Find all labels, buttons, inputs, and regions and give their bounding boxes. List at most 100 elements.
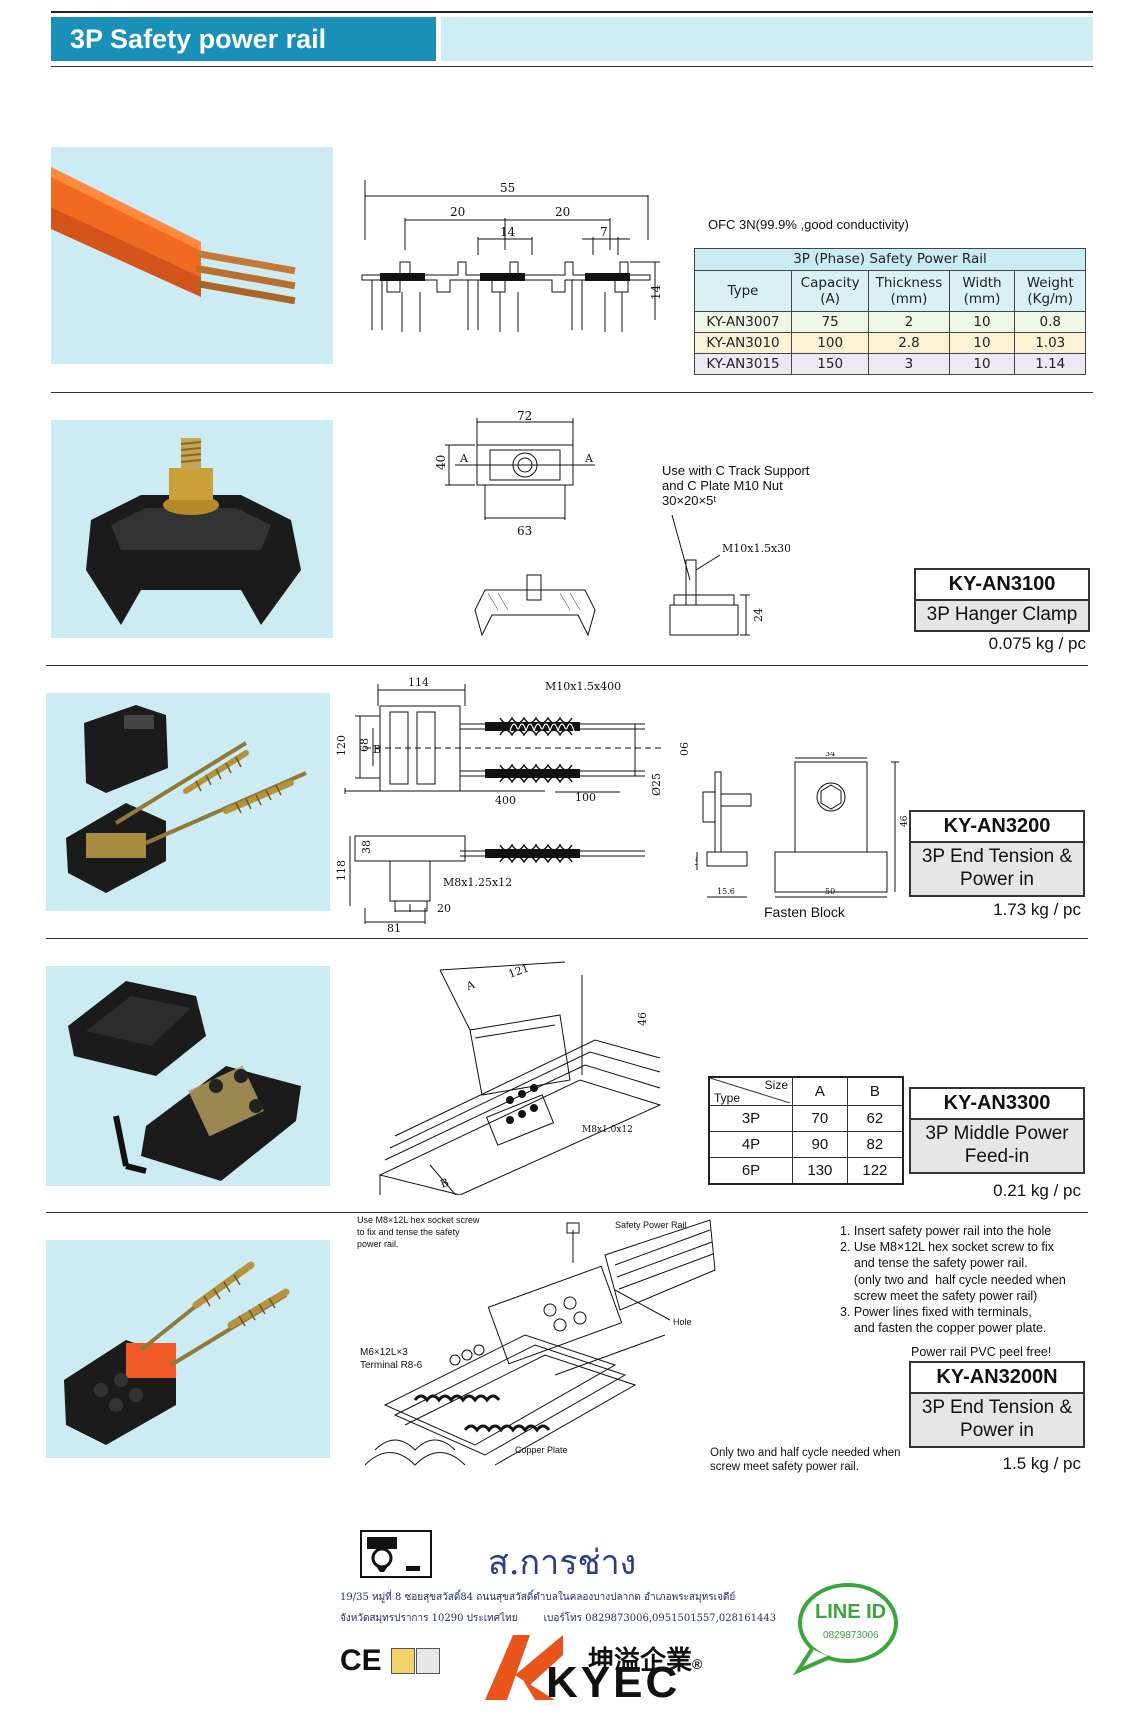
product-name: 3P Hanger Clamp [916, 601, 1088, 630]
brand-chinese: 坤溢企業® [588, 1645, 703, 1675]
dim-nut: M8x1.25x12 [443, 876, 512, 889]
copper-label: Copper Plate [515, 1445, 568, 1455]
rail-cross-section-drawing: 55 20 20 14 7 14 [361, 180, 663, 332]
line-id-badge[interactable]: LINE ID 0829873006 [790, 1579, 900, 1675]
dim-center: 14 [500, 225, 516, 239]
product-weight: 1.5 kg / pc [1002, 1454, 1081, 1473]
dim-dia: Ø25 [650, 773, 663, 796]
dim-length: 400 [495, 794, 516, 807]
spec-table-caption: 3P (Phase) Safety Power Rail [694, 248, 1086, 271]
product-code: KY-AN3200 [911, 812, 1083, 843]
screw-note-2: to fix and tense the safety [357, 1227, 460, 1237]
shop-logo [360, 1530, 432, 1578]
install-instructions: 1. Insert safety power rail into the hol… [840, 1224, 1066, 1336]
fasten-block-drawing: 34 46 12 15.6 50 [695, 752, 910, 898]
address-line-1: 19/35 หมู่ที่ 8 ซอยสุขสวัสดิ์84 ถนนสุขสว… [340, 1592, 736, 1603]
dim-bolt: M10x1.5x400 [545, 680, 621, 693]
end-tension-label-box: KY-AN3200 3P End Tension &Power in [909, 810, 1085, 897]
section-rule [46, 1212, 1088, 1213]
size-col-a: A [792, 1076, 848, 1106]
brand-english: KYEC [546, 1658, 681, 1707]
col-width: Width(mm) [948, 270, 1016, 312]
col-type: Type [694, 270, 792, 312]
line-id-title: LINE ID [815, 1601, 887, 1623]
dim-width: 72 [517, 410, 532, 423]
line-id-number: 0829873006 [823, 1630, 879, 1641]
dim-top: 121 [507, 961, 531, 980]
product-name: 3P End Tension &Power in [911, 1394, 1083, 1446]
bottom-note: Only two and half cycle needed when scre… [710, 1447, 901, 1473]
cert-badge-1 [391, 1648, 415, 1674]
size-table-corner: Type Size [708, 1076, 793, 1106]
dim-b: B [439, 1176, 451, 1191]
shop-name: ส.การช่าง [488, 1543, 637, 1583]
section-rule [46, 665, 1088, 666]
dim-top: 114 [408, 676, 429, 689]
material-note: OFC 3N(99.9% ,good conductivity) [708, 217, 909, 232]
col-thickness: Thickness(mm) [868, 270, 950, 312]
product-weight: 1.73 kg / pc [993, 900, 1081, 919]
col-capacity: Capacity(A) [790, 270, 870, 312]
dim-height: 40 [435, 455, 448, 470]
address-line-2: จังหวัดสมุทรปราการ 10290 ประเทศไทยเบอร์โ… [340, 1613, 777, 1624]
rail-photo [51, 147, 333, 364]
end-tension-n-label-box: KY-AN3200N 3P End Tension &Power in [909, 1361, 1085, 1448]
product-code: KY-AN3300 [911, 1089, 1083, 1120]
dim-bolt: M10x1.5x30 [722, 542, 790, 555]
section-mark-left: A [459, 452, 469, 465]
ce-mark: CE [340, 1644, 382, 1677]
hole-label: Hole [673, 1317, 692, 1327]
end-tension-n-photo [46, 1240, 330, 1458]
hanger-clamp-note: Use with C Track Support and C Plate M10… [662, 463, 810, 508]
dim-slot: 7 [600, 225, 608, 239]
dim-fb-small: 12 [695, 857, 699, 867]
top-rule [51, 11, 1093, 13]
cert-badge-2 [416, 1648, 440, 1674]
dim-w2: 81 [387, 922, 401, 935]
screw-note-3: power rail. [357, 1239, 399, 1249]
dim-height: 14 [649, 284, 663, 300]
size-col-b: B [846, 1076, 904, 1106]
hanger-clamp-label-box: KY-AN3100 3P Hanger Clamp [914, 568, 1090, 632]
product-code: KY-AN3200N [911, 1363, 1083, 1394]
dim-h4: 118 [335, 860, 348, 881]
hanger-clamp-photo [51, 420, 333, 638]
section-rule [46, 938, 1088, 939]
dim-pitch-right: 20 [555, 205, 570, 219]
hanger-clamp-side-drawing: M10x1.5x30 24 [669, 514, 790, 636]
dim-fb-left: 15.6 [717, 887, 735, 896]
end-tension-n-drawing: Use M8×12L hex socket screw to fix and t… [357, 1215, 716, 1466]
rail-spec-table: 3P (Phase) Safety Power Rail Type Capaci… [694, 248, 1086, 375]
kyec-logo-mark [485, 1635, 565, 1700]
header-bar [51, 17, 436, 61]
dim-b: B [373, 743, 381, 756]
dim-h1: 120 [335, 735, 348, 756]
dim-h5: 38 [360, 840, 373, 854]
dim-pitch-left: 20 [450, 205, 465, 219]
col-weight: Weight(Kg/m) [1014, 270, 1086, 312]
product-weight: 0.21 kg / pc [993, 1181, 1081, 1200]
dim-fb-side: 46 [900, 815, 910, 827]
fasten-block-label: Fasten Block [764, 904, 845, 920]
terminal-note-1: M6×12L×3 [360, 1347, 408, 1358]
dim-fb-base: 50 [825, 887, 835, 896]
dim-spring: 100 [575, 791, 596, 804]
dim-side: 24 [752, 608, 765, 622]
dim-bolt: M8x1.0x12 [582, 1125, 633, 1135]
screw-note-1: Use M8×12L hex socket screw [357, 1215, 480, 1225]
hanger-clamp-section-drawing [474, 574, 596, 637]
dim-base: 63 [517, 524, 532, 538]
header-bottom-rule [51, 66, 1093, 67]
dim-h3: 90 [677, 742, 690, 756]
middle-feed-photo [46, 966, 330, 1186]
header-extension [441, 17, 1093, 61]
section-rule [51, 392, 1093, 393]
